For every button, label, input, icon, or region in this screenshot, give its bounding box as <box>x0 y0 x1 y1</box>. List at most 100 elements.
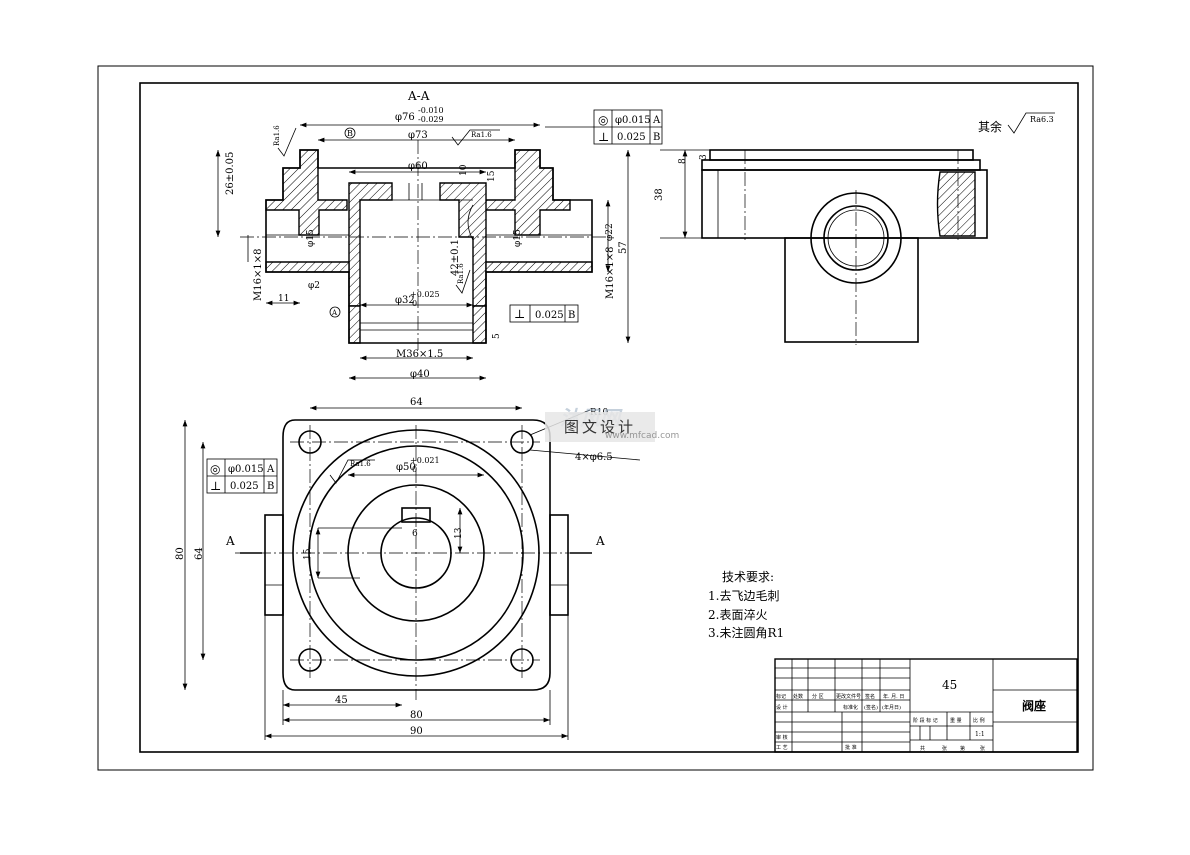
tb-sheet-2: 第 <box>960 745 965 752</box>
dim-m16-right: M16×1×8 <box>605 247 616 299</box>
tb-material: 45 <box>942 678 957 692</box>
title-block: 标记 处数 分 区 更改文件号 签名 年. 月. 日 设 计 标准化 (签名) … <box>774 658 1078 753</box>
section-view: A-A φ76 -0.010 -0.029 φ73 φ60 <box>215 89 663 381</box>
dim-h64: 64 <box>194 547 205 560</box>
dim-h57: 57 <box>618 241 629 254</box>
dim-m16-left: M16×1×8 <box>253 249 264 301</box>
tol-val-2: 0.025 <box>617 132 646 143</box>
tb-r1-5: 年. 月. 日 <box>883 693 904 700</box>
tol-ref-3: B <box>568 310 575 321</box>
watermark-domain: www.mfcad.com <box>605 431 680 441</box>
tb-r1-0: 标记 <box>776 693 786 700</box>
roughness-plan: Ra1.6 <box>350 460 371 468</box>
tb-stage: 阶 段 标 记 <box>913 717 938 724</box>
dim-w6: 6 <box>412 529 418 539</box>
dim-d76: φ76 <box>395 112 415 123</box>
note-2: 2.表面淬火 <box>708 607 767 622</box>
cross-right-hatch <box>485 261 593 273</box>
section-mark-right: A <box>595 534 605 548</box>
tb-r2-5: (年月日) <box>882 704 901 711</box>
inner-frame <box>139 82 1079 753</box>
tb-r4-3: 批 准 <box>845 744 857 751</box>
tube-right-hatch <box>439 182 487 307</box>
dim-d73: φ73 <box>408 130 428 141</box>
tol-plan-sym-1: ◎ <box>210 462 220 476</box>
roughness-2: Ra1.6 <box>471 131 492 139</box>
dim-d32-tol: +0.025 <box>410 290 440 299</box>
bottom-left-hatch <box>348 305 361 344</box>
section-mark-left: A <box>225 534 235 548</box>
body-right-hatch <box>483 149 571 236</box>
tolerance-frame-middle: ⊥ 0.025 B <box>509 304 579 323</box>
tb-r1-1: 处数 <box>793 693 803 700</box>
tb-r3-0: 审 核 <box>776 734 788 741</box>
roughness-other-value: Ra6.3 <box>1030 115 1054 124</box>
tb-sheet-1: 张 <box>942 745 947 752</box>
dim-h8: 8 <box>678 158 688 164</box>
dim-d32: φ32 <box>395 295 415 306</box>
tolerance-frame-plan: ◎ φ0.015 A ⊥ 0.025 B <box>206 458 278 494</box>
dim-d50-tol: +0.021 <box>410 456 440 465</box>
tol-sym-3: ⊥ <box>514 307 525 321</box>
dim-d50-tol-lower: 0 <box>412 465 417 474</box>
dim-h38: 38 <box>654 188 665 201</box>
dim-h26: 26±0.05 <box>225 152 236 195</box>
tol-val-3: 0.025 <box>535 310 564 321</box>
tol-plan-val-1: φ0.015 <box>228 464 264 475</box>
dim-d15-right: φ15 <box>513 229 523 247</box>
tb-r2-4: (签名) <box>864 704 878 711</box>
technical-notes: 技术要求: 1.去飞边毛刺 2.表面淬火 3.未注圆角R1 <box>708 570 784 640</box>
tb-sheet-0: 共 <box>920 745 925 752</box>
outer-frame <box>97 65 1094 771</box>
datum-a-circle: A <box>331 309 338 317</box>
cross-left-hatch <box>265 261 350 273</box>
notes-heading: 技术要求: <box>722 570 774 584</box>
body-left-hatch <box>265 149 348 236</box>
dim-w45: 45 <box>335 695 348 706</box>
tol-ref-1: A <box>652 115 661 126</box>
tb-r4-0: 工 艺 <box>776 745 788 751</box>
tb-r2-3: 标准化 <box>843 704 858 711</box>
dim-d76-tol-upper: -0.010 <box>418 106 444 115</box>
tb-part-name: 阀座 <box>1022 698 1046 713</box>
datum-b-circle: B <box>347 129 353 138</box>
plan-view: A A 64 80 64 15 13 6 45 80 90 φ50 +0.021… <box>175 397 641 740</box>
section-outline <box>265 149 593 344</box>
dim-h3: 3 <box>699 154 709 160</box>
watermark-text: 图文设计 <box>545 412 655 442</box>
dim-w90: 90 <box>410 726 423 737</box>
note-1: 1.去飞边毛刺 <box>708 589 779 603</box>
tb-scale-label: 比 例 <box>973 717 985 724</box>
roughness-other-label: 其余 <box>978 119 1002 134</box>
section-title: A-A <box>407 89 430 103</box>
roughness-1: Ra1.6 <box>273 125 281 146</box>
dim-h42: 42±0.1 <box>450 239 461 276</box>
tol-ref-2: B <box>653 132 660 143</box>
dim-m36: M36×1.5 <box>396 349 443 360</box>
tb-scale: 1:1 <box>975 731 985 738</box>
dim-d60: φ60 <box>408 161 428 172</box>
dim-d50: φ50 <box>396 462 416 473</box>
dim-h80: 80 <box>175 547 186 560</box>
roughness-3: Ra1.6 <box>457 263 465 284</box>
dim-h5: 5 <box>492 333 502 339</box>
dim-w64: 64 <box>410 397 423 408</box>
tb-r2-0: 设 计 <box>776 704 788 711</box>
dim-h15: 15 <box>487 170 497 182</box>
dim-h15-plan: 15 <box>303 548 313 560</box>
dim-h13: 13 <box>454 527 464 539</box>
tb-r1-2: 分 区 <box>812 693 824 700</box>
dim-d76-tol-lower: -0.029 <box>418 115 444 124</box>
tol-sym-1: ◎ <box>598 113 608 127</box>
tol-plan-val-2: 0.025 <box>230 481 259 492</box>
tol-sym-2: ⊥ <box>598 130 609 144</box>
dim-w11: 11 <box>278 294 289 304</box>
side-view: 38 8 3 其余 Ra6.3 <box>654 112 1055 345</box>
tb-r1-3: 更改文件号 <box>836 693 861 700</box>
dim-w80: 80 <box>410 710 423 721</box>
dim-d40: φ40 <box>410 369 430 380</box>
tol-plan-ref-1: A <box>266 464 275 475</box>
tolerance-frame-top: ◎ φ0.015 A ⊥ 0.025 B <box>545 109 663 145</box>
bottom-right-hatch <box>472 305 487 344</box>
